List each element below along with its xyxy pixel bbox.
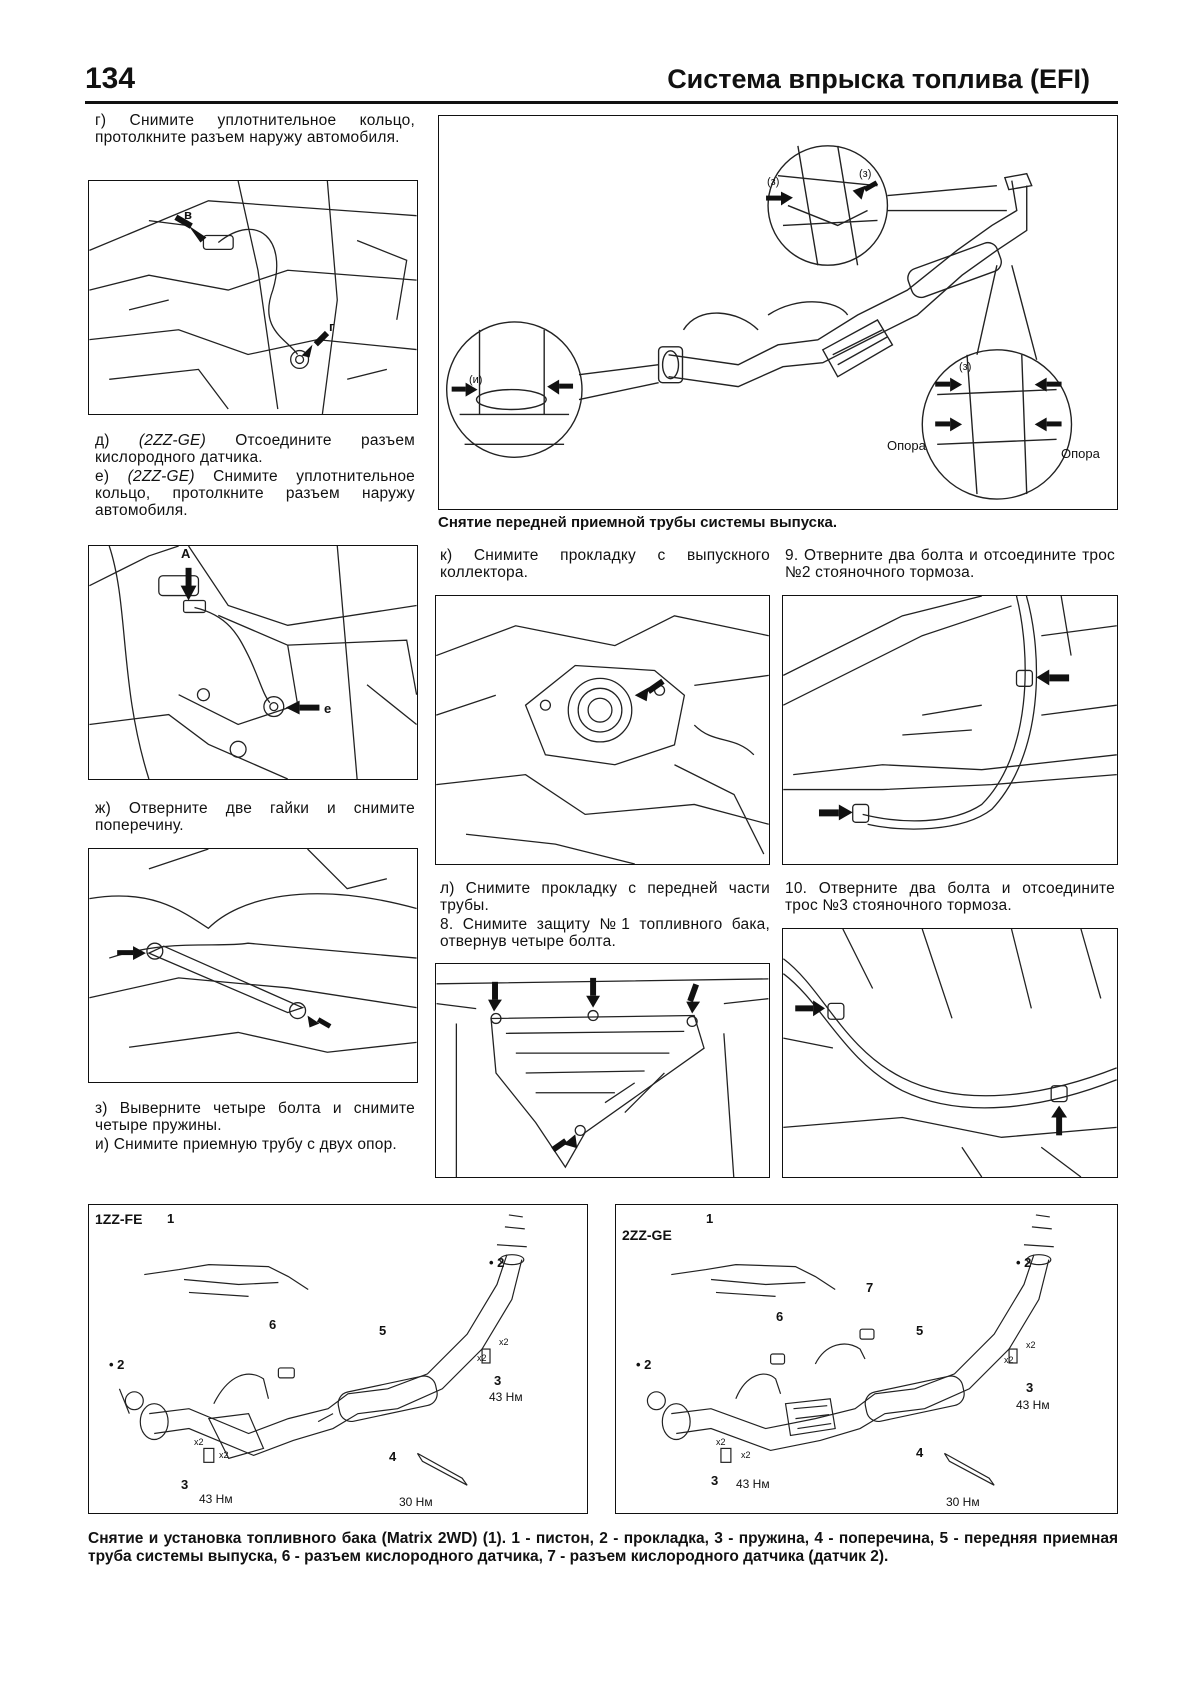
illustration-front-pipe bbox=[445, 145, 1073, 500]
illustration-connector-2 bbox=[89, 546, 417, 779]
label-support-right: Опора bbox=[1061, 446, 1100, 461]
step-10-text: 10. Отверните два болта и отсоедините тр… bbox=[785, 880, 1115, 914]
illustration-manifold-gasket bbox=[436, 615, 769, 864]
diagram-1zz-torque-c: 30 Нм bbox=[399, 1495, 433, 1509]
diagram-2zz-n2a: • 2 bbox=[1016, 1255, 1032, 1270]
diagram-1zz-n3a: 3 bbox=[494, 1373, 502, 1388]
diagram-2zz-torque-b: 43 Нм bbox=[736, 1477, 770, 1491]
diagram-2zz-n6: 6 bbox=[776, 1309, 784, 1324]
diagram-2zz-n2b: • 2 bbox=[636, 1357, 652, 1372]
diagram-1zz-x2b: x2 bbox=[499, 1337, 509, 1347]
figure-parking-cable-2 bbox=[782, 595, 1118, 865]
diagram-2zz-n3b: 3 bbox=[711, 1473, 719, 1488]
diagram-2zz-n1: 1 bbox=[706, 1211, 714, 1226]
figure-parking-cable-3 bbox=[782, 928, 1118, 1178]
step-e-body: Снимите уплотнительное кольцо, протолкни… bbox=[95, 468, 415, 519]
step-i-text: и) Снимите приемную трубу с двух опор. bbox=[95, 1136, 397, 1153]
figure-manifold-gasket bbox=[435, 595, 770, 865]
label-detail-h4: (з) bbox=[959, 361, 972, 373]
diagram-2zz-x2b: x2 bbox=[1026, 1340, 1036, 1350]
diagram-2zz-x2d: x2 bbox=[716, 1437, 726, 1447]
diagram-1zz-torque-b: 43 Нм bbox=[199, 1492, 233, 1506]
step-zh-text: ж) Отверните две гайки и снимите попереч… bbox=[95, 800, 415, 834]
diagram-1zz-n1: 1 bbox=[167, 1211, 175, 1226]
diagram-1zz-model: 1ZZ-FE bbox=[95, 1211, 143, 1227]
diagram-2zz-n3a: 3 bbox=[1026, 1380, 1034, 1395]
step-g-text: г) Снимите уплотнительное кольцо, протол… bbox=[95, 112, 415, 146]
diagram-2zz-torque-a: 43 Нм bbox=[1016, 1398, 1050, 1412]
diagram-1zz-x2a: x2 bbox=[477, 1353, 487, 1363]
step-d-prefix: д) bbox=[95, 432, 139, 449]
illustration-exploded-2zz bbox=[646, 1214, 1054, 1486]
diagram-2zz-n5: 5 bbox=[916, 1323, 924, 1338]
diagram-1zz-n5: 5 bbox=[379, 1323, 387, 1338]
step-k-text: к) Снимите прокладку с выпускного коллек… bbox=[440, 547, 770, 581]
illustration-parking-cable-3 bbox=[783, 929, 1117, 1177]
step-d-text: д) (2ZZ-GE) Отсоедините разъем кислородн… bbox=[95, 432, 415, 466]
diagram-1zz-x2d: x2 bbox=[194, 1437, 204, 1447]
figure-oxygen-connector-1: в г bbox=[88, 180, 418, 415]
diagram-1zz-n2b: • 2 bbox=[109, 1357, 125, 1372]
step-9-text: 9. Отверните два болта и отсоедините тро… bbox=[785, 547, 1115, 581]
label-arrow-g: г bbox=[329, 319, 335, 334]
diagram-2zz-model: 2ZZ-GE bbox=[622, 1227, 672, 1243]
diagram-1zz-torque-a: 43 Нм bbox=[489, 1390, 523, 1404]
illustration-exploded-1zz bbox=[118, 1214, 527, 1486]
illustration-tank-protector bbox=[436, 977, 769, 1177]
diagram-2zz-x2a: x2 bbox=[1004, 1355, 1014, 1365]
figure-front-pipe-removal: (з) (з) (и) (з) Опора Опора bbox=[438, 115, 1118, 510]
diagram-2zz-ge: 2ZZ-GE 1 • 2 • 2 3 3 4 5 6 7 43 Нм 43 Нм… bbox=[615, 1204, 1118, 1514]
step-d-body: Отсоедините разъем кислородного датчика. bbox=[95, 432, 415, 466]
step-8-text: 8. Снимите защиту №1 топливного бака, от… bbox=[440, 916, 770, 950]
figure-crossmember bbox=[88, 848, 418, 1083]
diagram-1zz-n6: 6 bbox=[269, 1317, 277, 1332]
diagram-1zz-fe: 1ZZ-FE 1 • 2 • 2 3 3 4 5 6 43 Нм 43 Нм 3… bbox=[88, 1204, 588, 1514]
label-detail-h3: (и) bbox=[469, 374, 483, 386]
figure-tank-protector bbox=[435, 963, 770, 1178]
step-e-text: е) (2ZZ-GE) Снимите уплотнительное кольц… bbox=[95, 468, 415, 519]
step-e-prefix: е) bbox=[95, 468, 128, 485]
label-detail-h1: (з) bbox=[767, 176, 780, 188]
illustration-crossmember bbox=[89, 849, 417, 1053]
label-arrow-e: е bbox=[324, 701, 332, 716]
page-number: 134 bbox=[85, 62, 136, 95]
diagram-2zz-n7: 7 bbox=[866, 1280, 874, 1295]
step-l-text: л) Снимите прокладку с передней части тр… bbox=[440, 880, 770, 914]
label-detail-h2: (з) bbox=[859, 168, 872, 180]
bottom-figure-caption: Снятие и установка топливного бака (Matr… bbox=[88, 1530, 1118, 1565]
diagram-1zz-n4: 4 bbox=[389, 1449, 397, 1464]
step-z-text: з) Выверните четыре болта и снимите четы… bbox=[95, 1100, 415, 1134]
illustration-parking-cable-2 bbox=[783, 596, 1117, 830]
step-d-model: (2ZZ-GE) bbox=[138, 432, 206, 449]
illustration-connector-1 bbox=[89, 181, 417, 414]
figure-oxygen-connector-2: А е bbox=[88, 545, 418, 780]
page-title: Система впрыска топлива (EFI) bbox=[667, 64, 1090, 94]
diagram-1zz-n2a: • 2 bbox=[489, 1255, 505, 1270]
main-figure-caption: Снятие передней приемной трубы системы в… bbox=[438, 514, 838, 531]
label-arrow-A: А bbox=[181, 546, 191, 561]
diagram-1zz-n3b: 3 bbox=[181, 1477, 189, 1492]
step-e-model: (2ZZ-GE) bbox=[127, 468, 195, 485]
diagram-1zz-x2c: x2 bbox=[219, 1450, 229, 1460]
label-support-left: Опора bbox=[887, 438, 926, 453]
diagram-2zz-torque-c: 30 Нм bbox=[946, 1495, 980, 1509]
label-arrow-v: в bbox=[184, 207, 192, 222]
header-rule bbox=[85, 101, 1118, 104]
diagram-2zz-x2c: x2 bbox=[741, 1450, 751, 1460]
diagram-2zz-n4: 4 bbox=[916, 1445, 924, 1460]
